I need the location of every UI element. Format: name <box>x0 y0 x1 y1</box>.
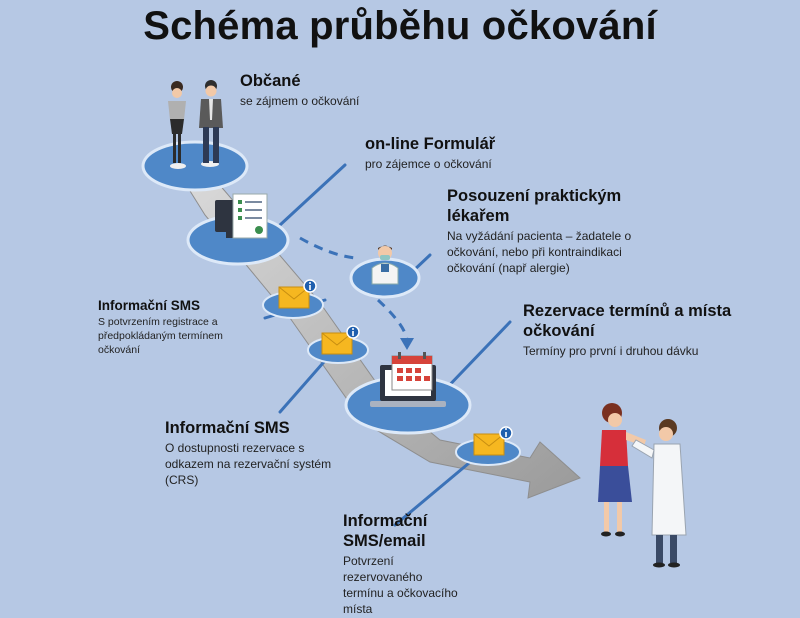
citizens-icon <box>168 80 223 163</box>
step-form-heading: on-line Formulář <box>365 135 496 153</box>
platform-sms2 <box>307 325 369 364</box>
vaccination-icon <box>598 403 687 568</box>
platform-citizens <box>141 80 249 192</box>
step-sms1: Informační SMS S potvrzením registrace a… <box>98 298 243 358</box>
info-icon <box>499 426 513 440</box>
step-form-desc: pro zájemce o očkování <box>365 157 492 172</box>
envelope-icon <box>321 332 353 355</box>
step-doctor: Posouzení praktickým lékařem Na vyžádání… <box>447 186 637 277</box>
step-sms2: Informační SMS O dostupnosti rezervace s… <box>165 418 345 489</box>
platform-form <box>186 193 290 266</box>
envelope-icon <box>473 433 505 456</box>
step-citizens: Občané se zájmem o očkování <box>240 71 440 110</box>
connector-form <box>278 163 347 227</box>
diagram-title: Schéma průběhu očkování <box>143 4 657 48</box>
step-sms3-desc: Potvrzení rezervovaného termínu a očkova… <box>343 554 458 616</box>
connector-sms3 <box>393 456 477 527</box>
info-icon <box>303 279 317 293</box>
platform-reservation <box>344 352 472 435</box>
step-reservation: Rezervace termínů a místa očkování Termí… <box>523 301 733 360</box>
connector-reservation <box>438 320 512 397</box>
dashed-doctor-to-reservation <box>376 298 409 341</box>
step-doctor-heading: Posouzení praktickým lékařem <box>447 187 622 226</box>
dashed-arrows <box>299 236 409 341</box>
step-reservation-heading: Rezervace termínů a místa očkování <box>523 302 732 341</box>
platform-doctor <box>349 245 421 299</box>
form-monitor-icon <box>215 193 268 239</box>
step-sms1-heading: Informační SMS <box>98 298 201 313</box>
step-citizens-heading: Občané <box>240 72 301 90</box>
dashed-form-to-doctor <box>299 236 356 260</box>
step-form: on-line Formulář pro zájemce o očkování <box>365 134 565 173</box>
envelope-icon <box>278 286 310 309</box>
diagram-graphics <box>141 80 687 568</box>
step-sms1-desc: S potvrzením registrace a předpokládaným… <box>98 316 223 357</box>
doctor-icon <box>371 245 399 285</box>
info-icon <box>346 325 360 339</box>
platform-sms1 <box>262 279 324 319</box>
step-sms2-heading: Informační SMS <box>165 419 290 437</box>
step-doctor-desc: Na vyžádání pacienta – žadatele o očková… <box>447 229 632 275</box>
platform-sms3 <box>455 426 521 466</box>
dashed-arrowhead <box>400 338 414 350</box>
step-citizens-desc: se zájmem o očkování <box>240 94 360 109</box>
step-reservation-desc: Termíny pro první i druhou dávku <box>523 344 699 359</box>
laptop-calendar-icon <box>370 352 446 407</box>
step-sms3-heading: Informační SMS/email <box>343 512 428 551</box>
step-sms2-desc: O dostupnosti rezervace s odkazem na rez… <box>165 441 332 487</box>
step-sms3: Informační SMS/email Potvrzení rezervova… <box>343 511 463 618</box>
connector-sms2 <box>278 353 332 414</box>
diagram-canvas: Schéma průběhu očkování Občané se zájmem… <box>98 4 733 616</box>
